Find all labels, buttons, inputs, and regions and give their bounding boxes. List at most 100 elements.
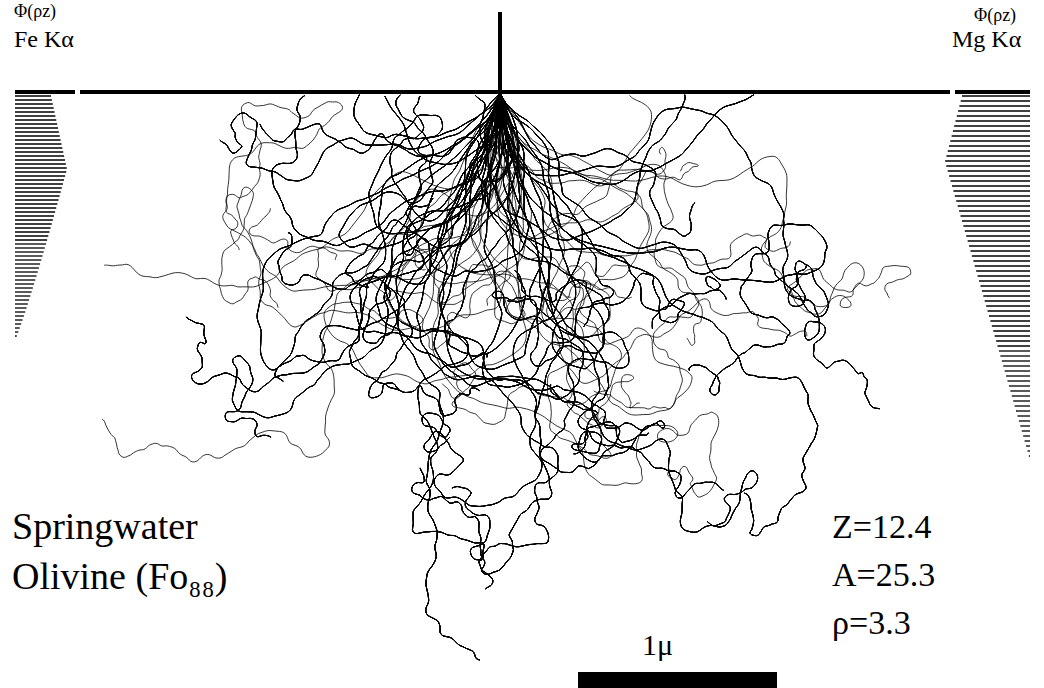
histogram-bar — [972, 255, 1030, 256]
histogram-bar — [1027, 450, 1030, 451]
histogram-bar — [15, 123, 57, 124]
trajectory — [339, 93, 500, 248]
trajectory — [500, 93, 827, 395]
trajectory — [500, 93, 614, 327]
trajectory — [354, 93, 500, 139]
histogram-bar — [15, 187, 62, 188]
histogram-bar — [15, 139, 61, 140]
trajectory — [385, 93, 502, 164]
trajectory — [500, 93, 614, 327]
trajectory — [272, 93, 502, 246]
trajectory — [500, 93, 614, 327]
histogram-bar — [966, 235, 1030, 236]
trajectory — [385, 93, 502, 164]
trajectory — [500, 93, 604, 369]
trajectory — [500, 93, 758, 532]
trajectory — [500, 93, 648, 473]
surface-line — [15, 90, 75, 94]
trajectory — [500, 93, 758, 532]
trajectory — [385, 93, 502, 164]
trajectory — [500, 93, 758, 532]
trajectory — [225, 93, 500, 437]
trajectory — [278, 93, 508, 289]
trajectory — [417, 93, 558, 589]
trajectory — [500, 93, 827, 395]
trajectory — [500, 93, 911, 314]
histogram-bar — [15, 103, 53, 104]
trajectory — [500, 93, 754, 185]
trajectory — [417, 93, 558, 589]
trajectory — [339, 93, 500, 248]
histogram-bar — [15, 163, 66, 164]
histogram-bar — [15, 107, 54, 108]
histogram-bar — [970, 250, 1030, 251]
trajectory — [500, 93, 827, 395]
histogram-bar — [1010, 390, 1030, 391]
axis-label: Φ(ρz) — [12, 2, 58, 22]
trajectory — [220, 93, 500, 181]
trajectory — [257, 93, 500, 370]
beam-line — [498, 12, 502, 92]
histogram-bar — [15, 335, 17, 336]
histogram-bar — [998, 345, 1030, 346]
histogram-bar — [952, 135, 1030, 136]
trajectory — [499, 93, 880, 409]
trajectory — [278, 93, 508, 289]
trajectory — [499, 93, 880, 409]
histogram-bar — [951, 180, 1030, 181]
histogram-bar — [15, 227, 51, 228]
trajectory — [445, 93, 520, 357]
histogram-bar — [15, 287, 33, 288]
histogram-bar — [958, 205, 1030, 206]
trajectory — [349, 93, 500, 416]
histogram-bar — [15, 307, 27, 308]
histogram-bar — [1020, 425, 1030, 426]
histogram-bar — [15, 239, 47, 240]
trajectory — [500, 93, 614, 327]
trajectory — [346, 93, 500, 287]
histogram-bar — [946, 165, 1030, 166]
trajectory — [500, 93, 614, 327]
trajectory — [500, 93, 827, 395]
histogram-bar — [15, 275, 36, 276]
trajectory — [257, 93, 500, 370]
trajectory — [278, 93, 508, 289]
histogram-bar — [956, 200, 1030, 201]
histogram-bar — [15, 179, 64, 180]
trajectory — [349, 93, 500, 416]
histogram-bar — [954, 125, 1030, 126]
trajectory — [257, 93, 500, 370]
trajectory — [186, 93, 500, 392]
trajectory — [349, 93, 500, 416]
trajectory — [500, 93, 827, 395]
histogram-bar — [1016, 410, 1030, 411]
trajectory — [257, 93, 500, 370]
histogram-bar — [945, 160, 1030, 161]
trajectory — [403, 93, 528, 276]
trajectory — [417, 93, 558, 589]
histogram-bar — [986, 305, 1030, 306]
trajectory — [500, 93, 818, 536]
axis-label: Φ(ρz) — [972, 6, 1018, 26]
trajectory — [500, 93, 724, 498]
histogram-bar — [15, 231, 49, 232]
trajectory — [186, 93, 500, 392]
histogram-bar — [15, 199, 58, 200]
trajectory — [104, 93, 500, 287]
histogram-bar — [15, 243, 46, 244]
histogram-bar — [15, 147, 62, 148]
trajectory — [500, 93, 692, 415]
trajectory — [500, 93, 754, 185]
histogram-bar — [15, 111, 54, 112]
trajectory — [225, 93, 500, 437]
histogram-bar — [15, 219, 53, 220]
trajectory — [339, 93, 500, 248]
trajectory — [272, 93, 502, 246]
trajectory — [500, 93, 758, 532]
histogram-bar — [961, 100, 1030, 101]
histogram-bar — [1006, 375, 1030, 376]
histogram-bar — [959, 105, 1030, 106]
trajectory — [339, 93, 500, 248]
histogram-bar — [15, 203, 57, 204]
